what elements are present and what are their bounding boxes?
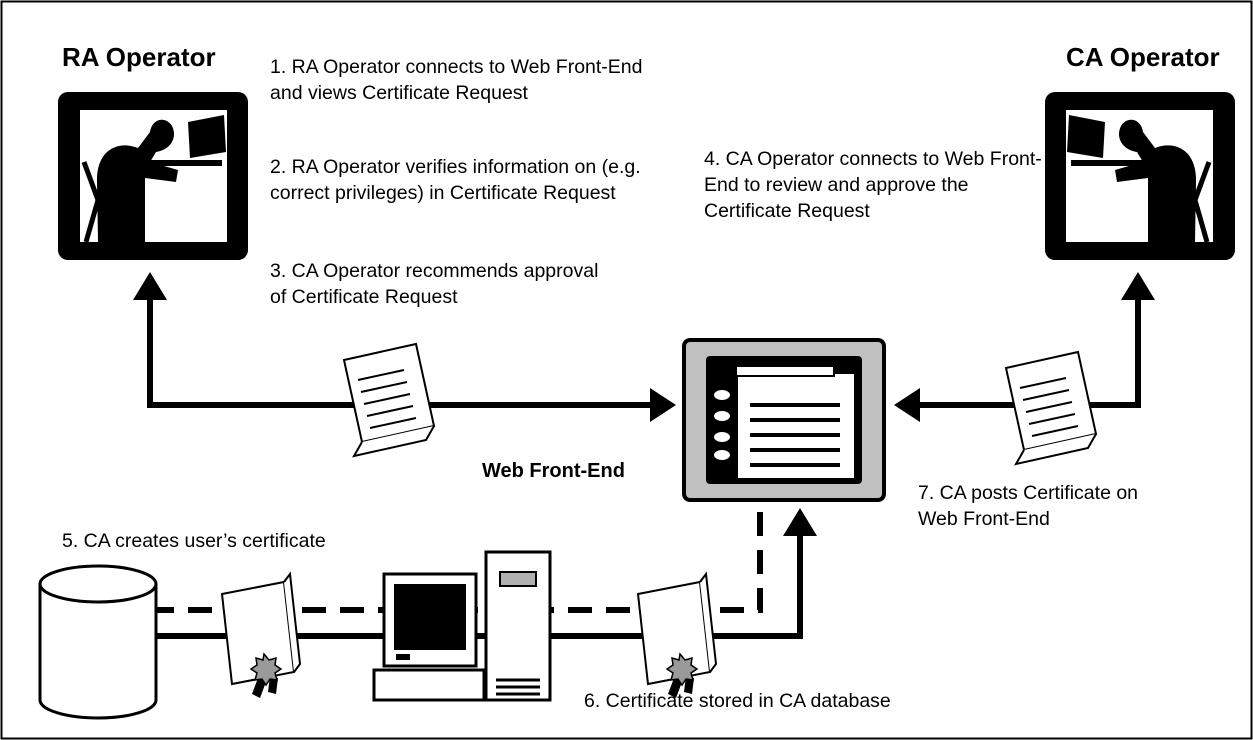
- step-6-text: 6. Certificate stored in CA database: [584, 690, 891, 712]
- step-2-text: 2. RA Operator verifies information on (…: [270, 156, 641, 204]
- step-5-text: 5. CA creates user’s certificate: [62, 530, 326, 552]
- request-document-ra-icon: [343, 343, 435, 457]
- database-icon: [38, 564, 158, 720]
- certificate-left-icon: [221, 573, 301, 699]
- certificate-post-line: [150, 508, 817, 639]
- step-1-text: 1. RA Operator connects to Web Front-End…: [270, 56, 643, 104]
- ca-operator-icon: [1045, 92, 1235, 260]
- certificate-store-dashed-line: [150, 500, 763, 613]
- ra-operator-icon: [58, 92, 248, 260]
- web-front-end-label: Web Front-End: [482, 460, 625, 482]
- certificate-right-icon: [637, 573, 717, 699]
- step-7-text: 7. CA posts Certificate on Web Front-End: [918, 482, 1139, 530]
- ca-arrow-line: [894, 272, 1155, 422]
- server-computer-icon: [372, 550, 552, 702]
- ca-operator-title: CA Operator: [1066, 42, 1220, 72]
- request-document-ca-icon: [1005, 351, 1097, 465]
- web-front-end-icon: [682, 338, 886, 502]
- ra-arrow-line: [133, 272, 676, 422]
- step-3-text: 3. CA Operator recommends approval of Ce…: [270, 260, 599, 308]
- ra-operator-title: RA Operator: [62, 42, 216, 72]
- step-4-text: 4. CA Operator connects to Web Front-End…: [704, 148, 1042, 222]
